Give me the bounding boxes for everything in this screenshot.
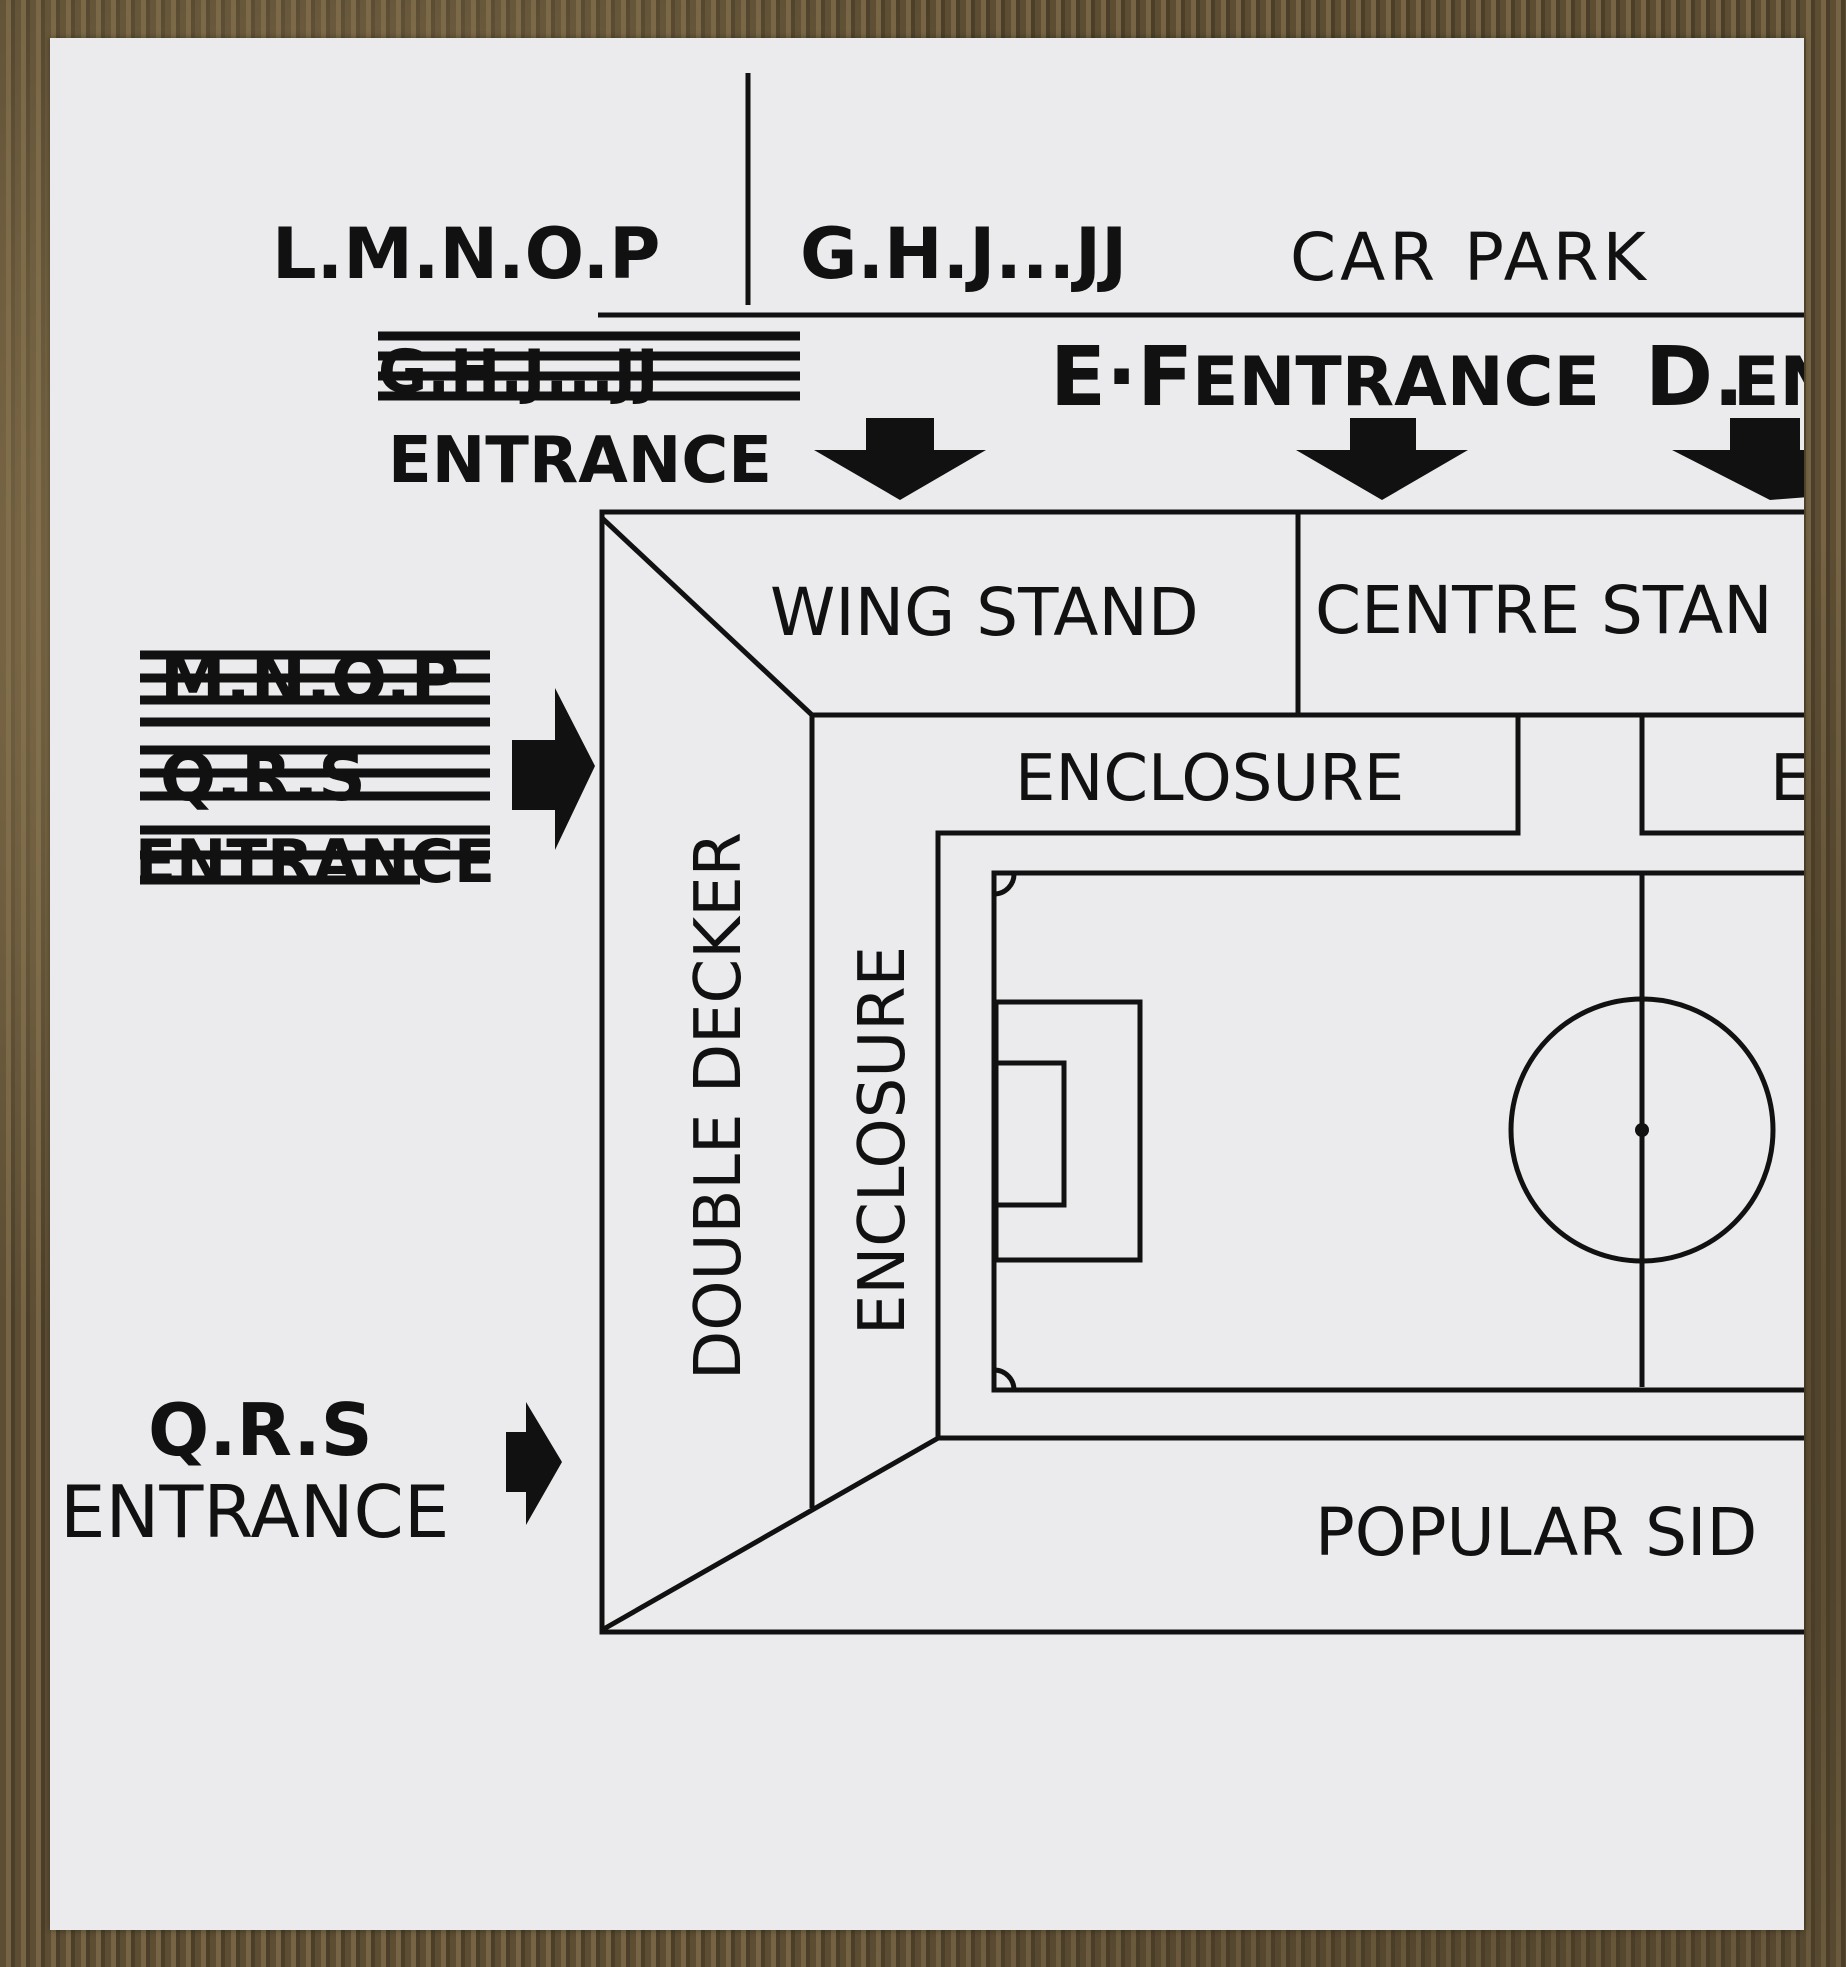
ghjjj-label: G.H.J...JJ bbox=[800, 213, 1127, 295]
enclosure-boundary bbox=[935, 715, 1521, 1438]
centre-circle bbox=[1508, 996, 1776, 1264]
ef-letters: E·F bbox=[1050, 330, 1193, 425]
centre-stand-label: CENTRE STAN bbox=[1315, 572, 1773, 649]
enclosure-right-boundary bbox=[1639, 715, 1804, 836]
crossed-mnop-qrs-label: M.N.O.P Q.R.S ENTRANCE bbox=[135, 641, 495, 897]
popular-side-label: POPULAR SID bbox=[1315, 1494, 1757, 1571]
outer-boundary bbox=[599, 509, 1804, 1635]
corner-arc bbox=[993, 872, 1017, 897]
arrow-right-icon bbox=[512, 688, 595, 850]
ef-entrance-label: ENTRANCE bbox=[1192, 343, 1600, 422]
pitch bbox=[991, 870, 1804, 1393]
corner-line-bottom bbox=[600, 1434, 942, 1633]
arrow-down-icon bbox=[1672, 418, 1804, 500]
car-park-label: CAR PARK bbox=[1290, 219, 1650, 296]
enclosure-side-label: ENCLOSURE bbox=[846, 946, 920, 1335]
stadium-map: L.M.N.O.P G.H.J...JJ CAR PARK G.H.J...JJ… bbox=[60, 73, 1804, 1635]
arrow-down-icon bbox=[814, 418, 986, 500]
ground-plan-ticket: L.M.N.O.P G.H.J...JJ CAR PARK G.H.J...JJ… bbox=[50, 38, 1804, 1930]
wing-stand-label: WING STAND bbox=[770, 574, 1199, 651]
corner-line-top bbox=[600, 516, 814, 717]
stadium-outline bbox=[599, 509, 1804, 1635]
penalty-area bbox=[993, 999, 1143, 1263]
enclosure-top-label: ENCLOSURE bbox=[1015, 742, 1404, 816]
pitch-boundary bbox=[991, 870, 1804, 1393]
arrow-right-icon bbox=[506, 1402, 562, 1525]
enclosure-top-right-label: E bbox=[1770, 742, 1804, 816]
goal-area bbox=[993, 1060, 1067, 1208]
crossed-entrance-text: ENTRANCE bbox=[135, 827, 495, 897]
centre-spot bbox=[1635, 1123, 1649, 1137]
qrs-letters: Q.R.S bbox=[148, 1388, 373, 1472]
qrs-entrance-label: ENTRANCE bbox=[60, 1470, 449, 1554]
d-entrance-label: EN bbox=[1733, 343, 1804, 422]
arrow-down-icon bbox=[1296, 418, 1468, 500]
double-decker-label: DOUBLE DECKER bbox=[682, 832, 756, 1380]
crossed-ghj-label: G.H.J...JJ bbox=[378, 331, 800, 407]
ghj-entrance-label: ENTRANCE bbox=[388, 424, 772, 498]
lmnop-label: L.M.N.O.P bbox=[272, 213, 661, 295]
corner-arc bbox=[993, 1367, 1017, 1391]
d-letter: D. bbox=[1645, 330, 1744, 425]
